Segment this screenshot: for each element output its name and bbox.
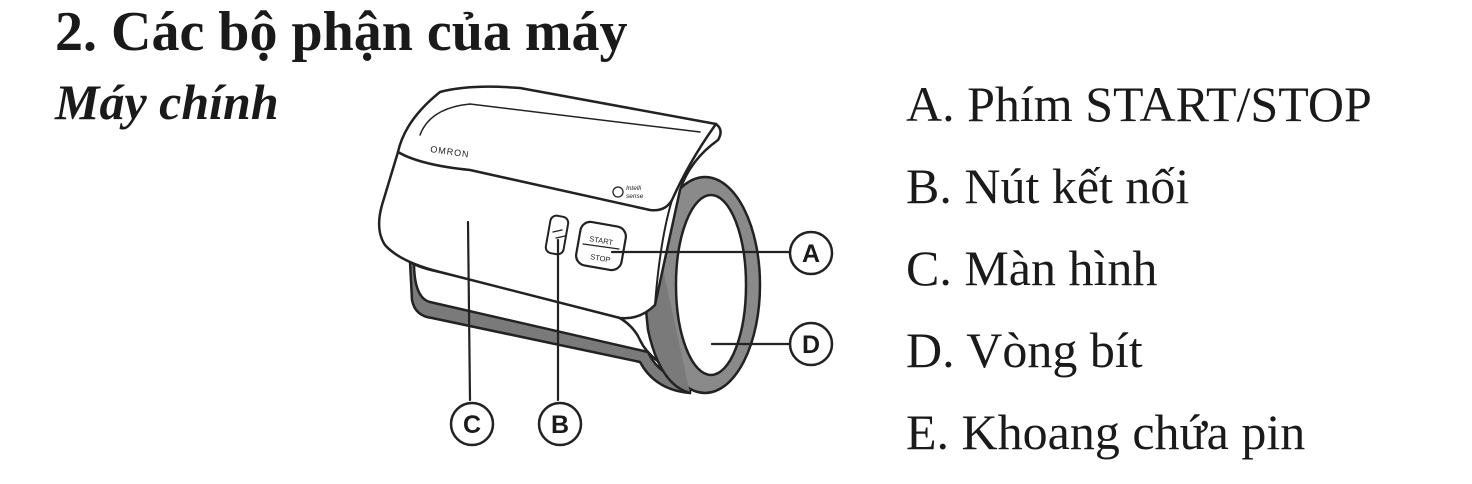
callout-b-label: B [551, 411, 569, 439]
device-illustration: OMRON Intelli sense START STOP A D C B [377, 85, 834, 447]
leader-c [466, 220, 472, 402]
stop-label: STOP [590, 252, 612, 264]
callout-d: D [788, 321, 834, 367]
part-item-e: E. Khoang chứa pin [906, 404, 1306, 460]
part-item-a: A. Phím START/STOP [906, 76, 1372, 132]
callout-c-label: C [463, 411, 481, 439]
body-top-inner [419, 103, 701, 136]
part-item-d: D. Vòng bít [906, 322, 1143, 378]
section-title: 2. Các bộ phận của máy [55, 1, 628, 63]
logo-line2: sense [626, 193, 644, 200]
part-item-c: C. Màn hình [906, 240, 1158, 296]
intellisense-logo-icon [612, 186, 624, 198]
parts-list: A. Phím START/STOP B. Nút kết nối C. Màn… [906, 74, 1372, 484]
callout-d-label: D [802, 331, 820, 359]
main-body [377, 85, 722, 320]
start-label: START [589, 234, 615, 247]
callout-c: C [449, 401, 495, 447]
body-right-face [654, 199, 673, 306]
section-subtitle: Máy chính [55, 74, 279, 130]
connect-icon [552, 229, 566, 239]
callout-b: B [537, 401, 583, 447]
logo-line1: Intelli [626, 185, 642, 192]
cuff-ring-inner [674, 193, 748, 377]
callout-a-label: A [802, 240, 820, 268]
connect-button[interactable] [544, 214, 570, 256]
part-item-b: B. Nút kết nối [906, 158, 1190, 214]
callout-a: A [788, 230, 834, 276]
body-top-edge [396, 122, 718, 212]
